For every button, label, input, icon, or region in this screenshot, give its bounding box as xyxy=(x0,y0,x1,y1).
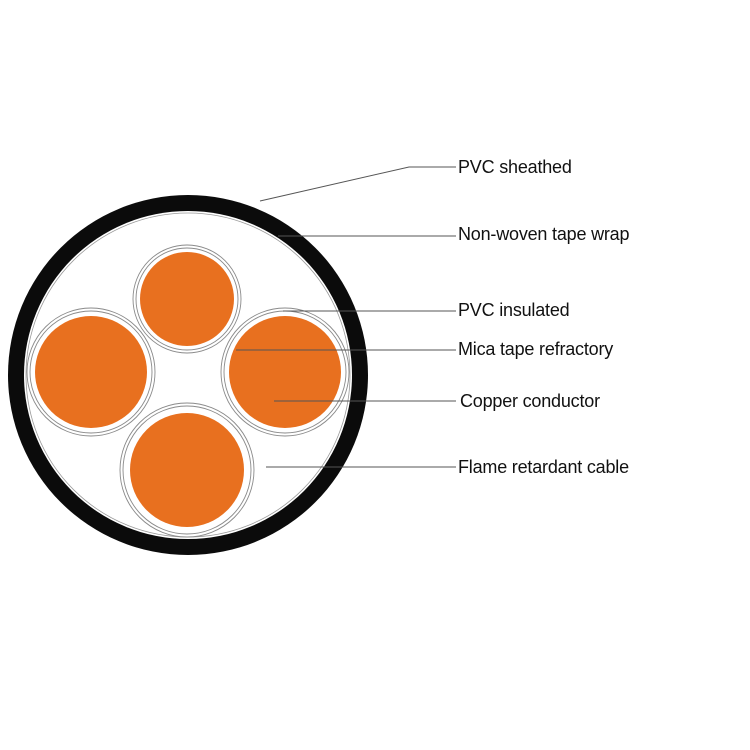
core-top xyxy=(132,244,242,354)
label-copper-conductor: Copper conductor xyxy=(460,391,600,411)
non-woven-tape-layer xyxy=(24,211,352,539)
core-right xyxy=(220,307,350,437)
label-flame-retardant-cable: Flame retardant cable xyxy=(458,457,629,477)
core-right-conductor xyxy=(229,316,341,428)
label-pvc-insulated: PVC insulated xyxy=(458,300,570,320)
label-mica-tape-refractory: Mica tape refractory xyxy=(458,339,614,359)
core-left xyxy=(26,307,156,437)
label-pvc-sheathed: PVC sheathed xyxy=(458,157,572,177)
core-left-conductor xyxy=(35,316,147,428)
leader-line-pvc-sheathed xyxy=(259,166,456,202)
core-bottom xyxy=(119,402,255,538)
core-bottom-conductor xyxy=(130,413,244,527)
core-top-conductor xyxy=(140,252,234,346)
label-non-woven-tape-wrap: Non-woven tape wrap xyxy=(458,224,630,244)
